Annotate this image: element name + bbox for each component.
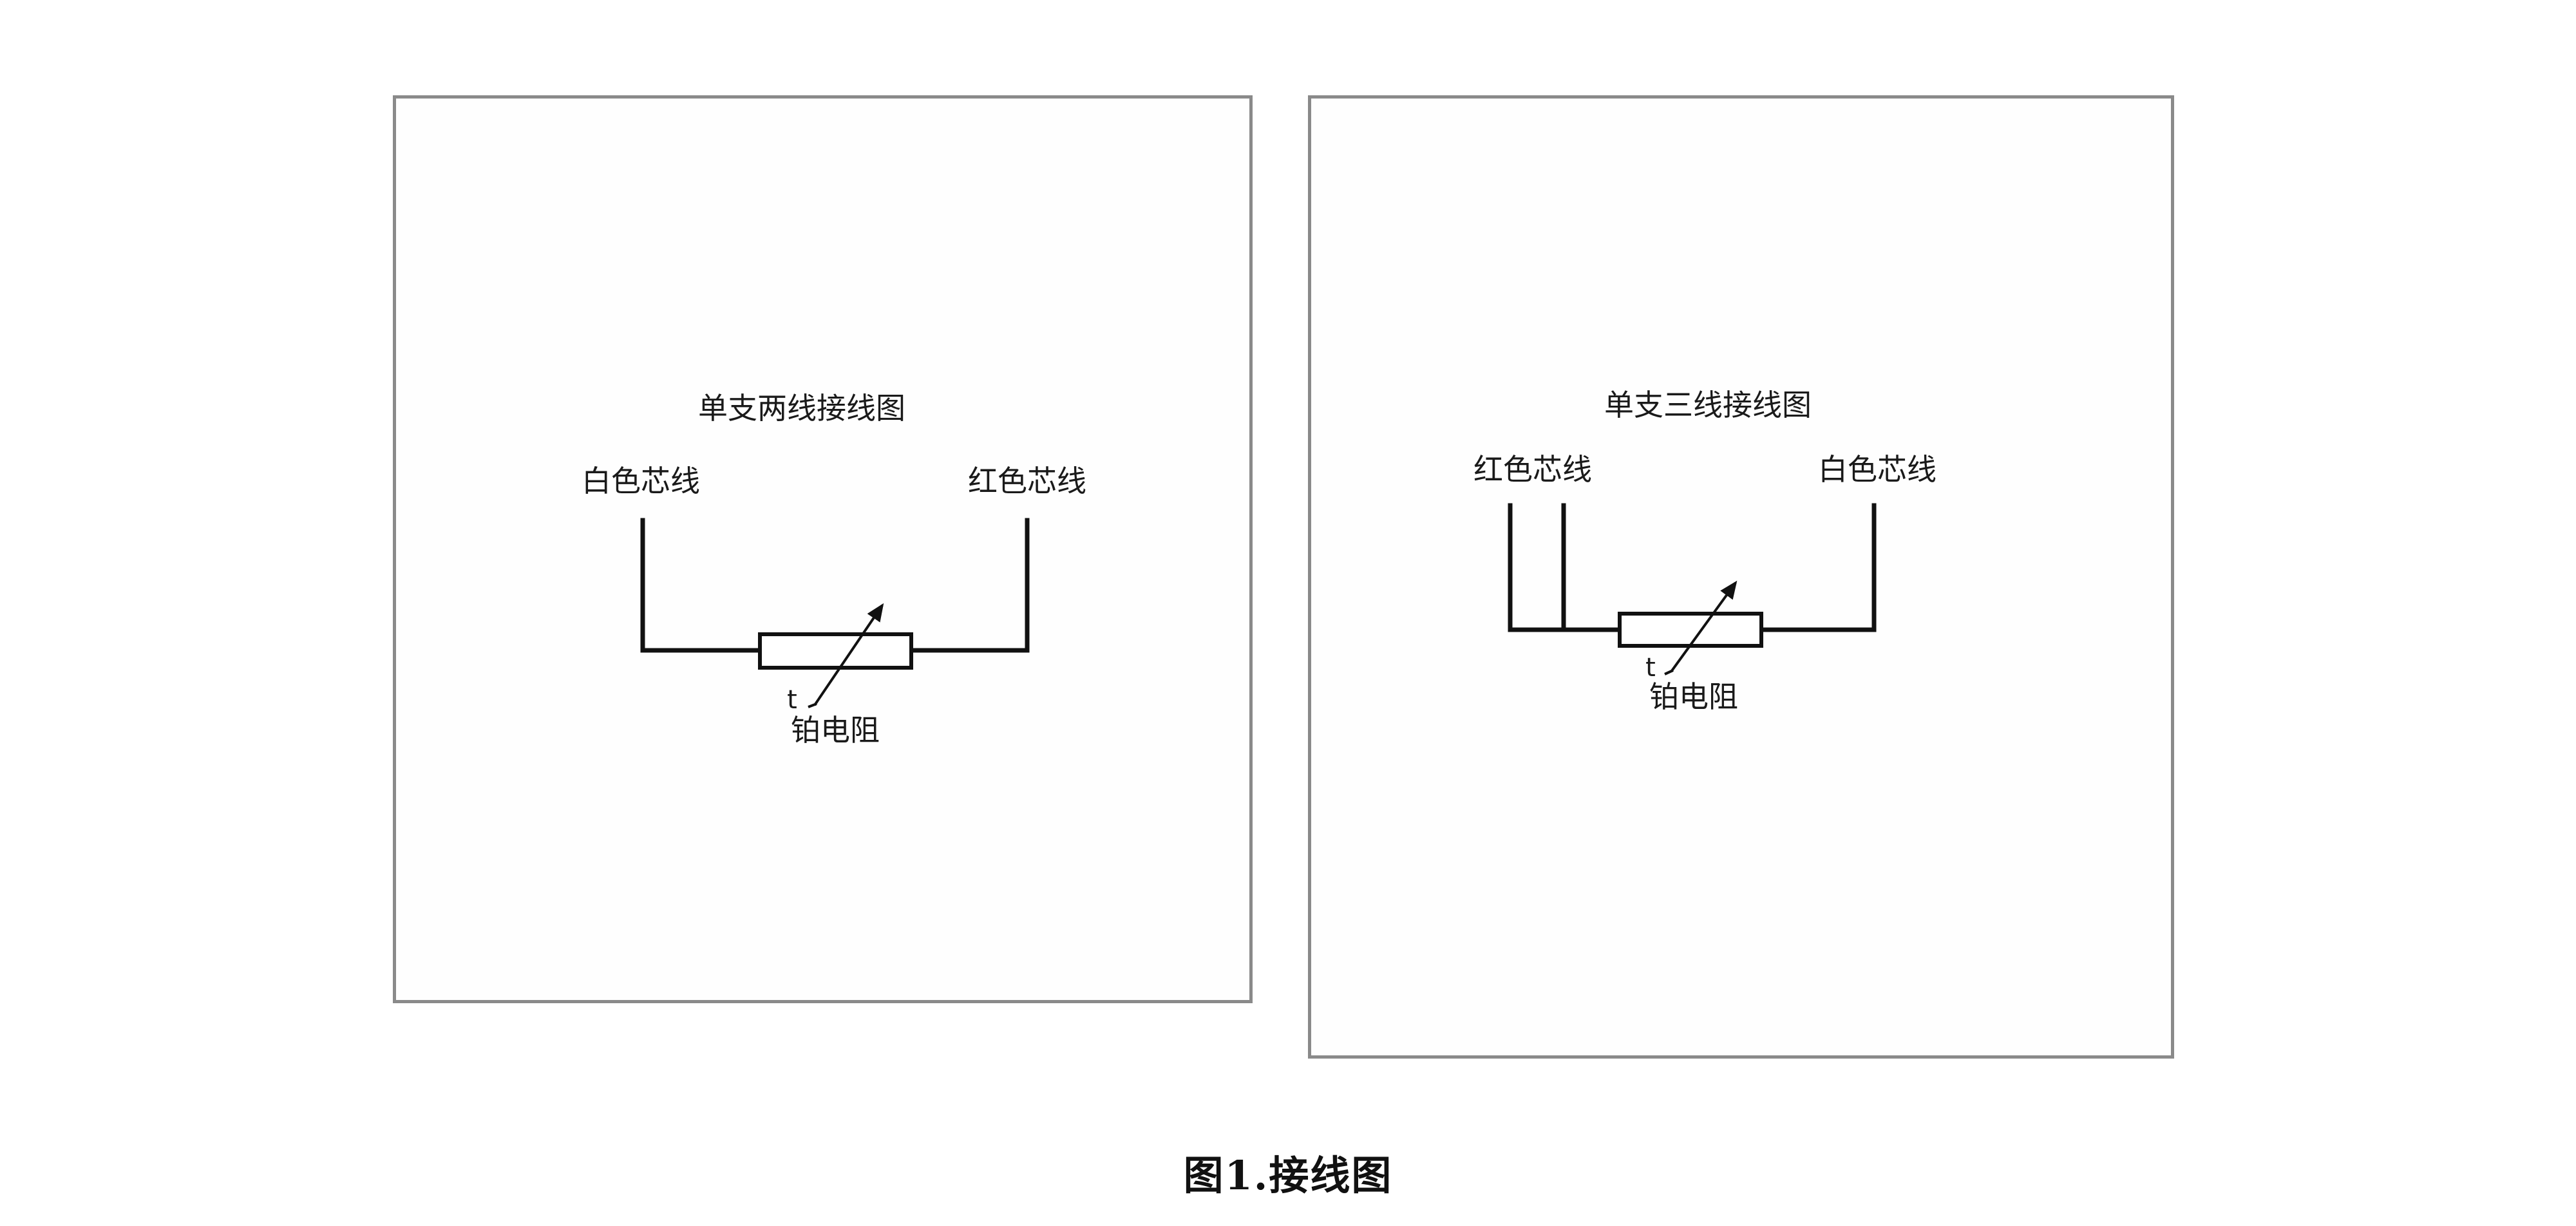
three-wire-temp-symbol: t [1645,653,1656,683]
two-wire-left-label: 白色芯线 [582,464,700,498]
three-wire-title: 单支三线接线图 [1604,388,1812,422]
two-wire-variable-arrow [813,603,884,706]
two-wire-diagram-panel [393,95,1253,1003]
three-wire-right-lead [1759,503,1877,632]
figure-caption: 图1.接线图 [1183,1152,1393,1199]
three-wire-diagram-panel [1308,95,2174,1059]
two-wire-arrow-tail [808,703,817,708]
three-wire-right-label: 白色芯线 [1818,452,1937,487]
two-wire-right-label: 红色芯线 [968,464,1086,498]
two-wire-component-label: 铂电阻 [791,713,880,748]
three-wire-arrow-tail [1664,669,1674,675]
two-wire-resistor [758,632,913,670]
two-wire-right-lead [909,518,1030,653]
two-wire-left-lead [640,518,762,653]
three-wire-component-label: 铂电阻 [1649,679,1738,714]
two-wire-title: 单支两线接线图 [698,391,905,426]
three-wire-resistor [1618,612,1763,648]
three-wire-left-label: 红色芯线 [1473,452,1592,487]
two-wire-temp-symbol: t [787,685,797,715]
three-wire-variable-arrow [1670,580,1738,673]
three-wire-left-lead-1 [1508,503,1622,632]
